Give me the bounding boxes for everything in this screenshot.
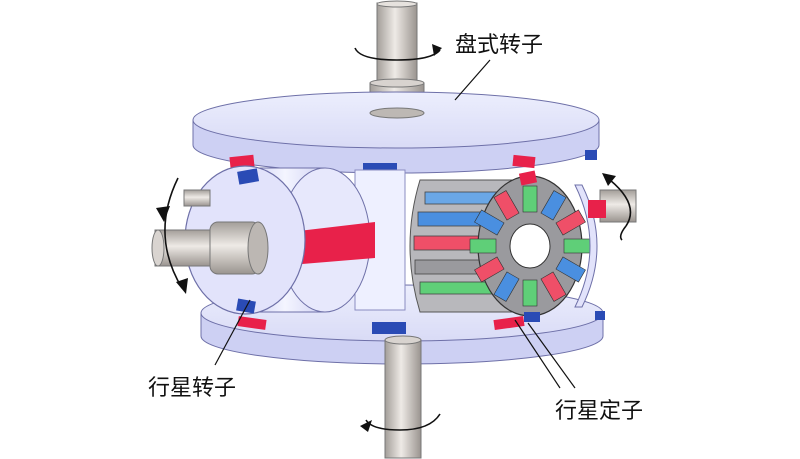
- right-rotation-arrow-icon: [602, 173, 632, 241]
- bottom-shaft: [384, 335, 422, 459]
- disc-rotor-label: 盘式转子: [455, 33, 543, 58]
- bottom-rotation-arrow-icon: [360, 413, 441, 432]
- planet-rotor-label: 行星转子: [148, 376, 236, 401]
- stator-teeth: [469, 185, 591, 307]
- left-shaft: [151, 189, 269, 275]
- top-rotation-arrow-icon: [354, 44, 442, 61]
- planet-stator-label: 行星定子: [555, 399, 643, 424]
- center-hub: [354, 169, 406, 311]
- bottom-disc-magnets: [237, 311, 605, 334]
- top-disc-rotor: [192, 91, 600, 174]
- leader-lines: [214, 59, 576, 389]
- right-planet-stator: [409, 170, 591, 322]
- left-rotation-arrow-icon: [156, 177, 188, 294]
